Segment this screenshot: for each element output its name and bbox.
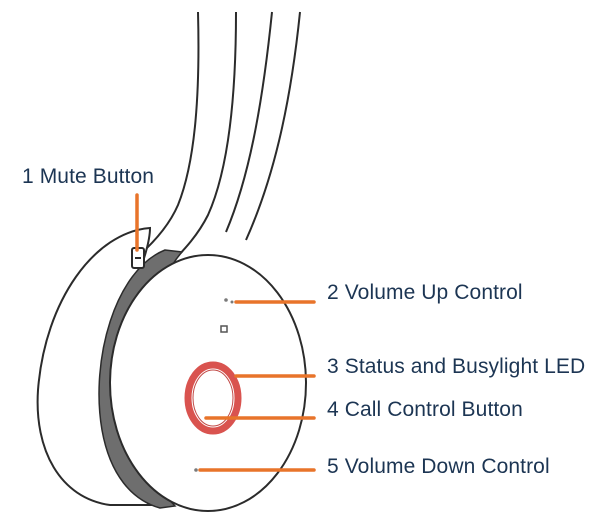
leader-lines bbox=[135, 193, 316, 472]
callout-mute-button: 1 Mute Button bbox=[22, 165, 155, 188]
plus-icon bbox=[224, 298, 234, 304]
minus-icon bbox=[194, 468, 198, 472]
status-led-ring bbox=[184, 361, 242, 435]
callout-volume-up: 2 Volume Up Control bbox=[327, 281, 523, 304]
callout-status-led: 3 Status and Busylight LED bbox=[327, 355, 586, 378]
call-control-button bbox=[192, 369, 234, 427]
indicator-square bbox=[220, 325, 228, 333]
callout-volume-down: 5 Volume Down Control bbox=[327, 455, 550, 478]
headband bbox=[135, 11, 301, 263]
callout-call-control: 4 Call Control Button bbox=[327, 398, 523, 421]
